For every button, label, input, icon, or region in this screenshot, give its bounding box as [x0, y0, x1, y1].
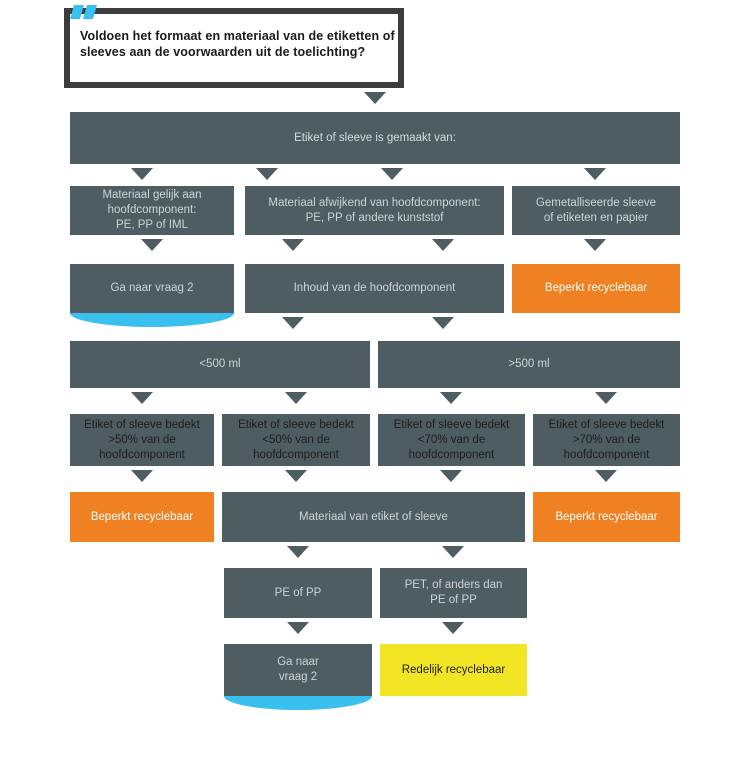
arrow-down-mat-diff-right [432, 239, 454, 251]
node-root[interactable]: Etiket of sleeve is gemaakt van: [70, 112, 680, 164]
arrow-down-lt70-to-material [440, 470, 462, 482]
arrow-down-pepp-to-goto [287, 622, 309, 634]
arrow-down-small-to-lt50 [285, 392, 307, 404]
arrow-down-material-to-pepp [287, 546, 309, 558]
node-goto-vraag2-a[interactable]: Ga naar vraag 2 [70, 264, 234, 313]
node-coverage-lt50[interactable]: Etiket of sleeve bedekt <50% van de hoof… [222, 414, 370, 466]
node-reasonably-recyclable[interactable]: Redelijk recyclebaar [380, 644, 527, 696]
node-limited-recyclable-c[interactable]: Beperkt recyclebaar [533, 492, 680, 542]
page-title: Voldoen het formaat en materiaal van de … [80, 29, 395, 59]
node-pe-or-pp[interactable]: PE of PP [224, 568, 372, 618]
question-frame [64, 8, 404, 88]
node-coverage-lt70[interactable]: Etiket of sleeve bedekt <70% van de hoof… [378, 414, 525, 466]
arrow-down-root-to-mat-diff-right [381, 168, 403, 180]
cyan-tail-a [70, 313, 234, 327]
arrow-down-small-to-gt50 [131, 392, 153, 404]
arrow-down-large-to-lt70 [440, 392, 462, 404]
arrow-down-large-to-gt70 [595, 392, 617, 404]
arrow-down-content-to-large [432, 317, 454, 329]
node-content-main-component[interactable]: Inhoud van de hoofdcomponent [245, 264, 504, 313]
arrow-down-gt70-to-limited [595, 470, 617, 482]
arrow-down-pet-to-reasonable [442, 622, 464, 634]
arrow-down-header-to-root [364, 92, 386, 104]
node-coverage-gt50[interactable]: Etiket of sleeve bedekt >50% van de hoof… [70, 414, 214, 466]
node-limited-recyclable-a[interactable]: Beperkt recyclebaar [512, 264, 680, 313]
cyan-tail-b [224, 696, 372, 710]
arrow-down-mat-diff-left [282, 239, 304, 251]
arrow-down-root-to-mat-diff-left [256, 168, 278, 180]
arrow-down-root-to-mat-metal [584, 168, 606, 180]
node-limited-recyclable-b[interactable]: Beperkt recyclebaar [70, 492, 214, 542]
node-material-different[interactable]: Materiaal afwijkend van hoofdcomponent: … [245, 186, 504, 235]
node-material-metallised[interactable]: Gemetalliseerde sleeve of etiketen en pa… [512, 186, 680, 235]
arrow-down-mat-same [141, 239, 163, 251]
node-material-same[interactable]: Materiaal gelijk aan hoofdcomponent: PE,… [70, 186, 234, 235]
node-pet-or-other[interactable]: PET, of anders dan PE of PP [380, 568, 527, 618]
node-volume-small[interactable]: <500 ml [70, 341, 370, 388]
arrow-down-root-to-mat-same [131, 168, 153, 180]
arrow-down-material-to-pet [442, 546, 464, 558]
arrow-down-gt50-to-limited [131, 470, 153, 482]
arrow-down-content-to-small [282, 317, 304, 329]
arrow-down-mat-metal [584, 239, 606, 251]
arrow-down-lt50-to-material [285, 470, 307, 482]
node-volume-large[interactable]: >500 ml [378, 341, 680, 388]
node-goto-vraag2-b[interactable]: Ga naar vraag 2 [224, 644, 372, 696]
node-coverage-gt70[interactable]: Etiket of sleeve bedekt >70% van de hoof… [533, 414, 680, 466]
node-material-of-label[interactable]: Materiaal van etiket of sleeve [222, 492, 525, 542]
